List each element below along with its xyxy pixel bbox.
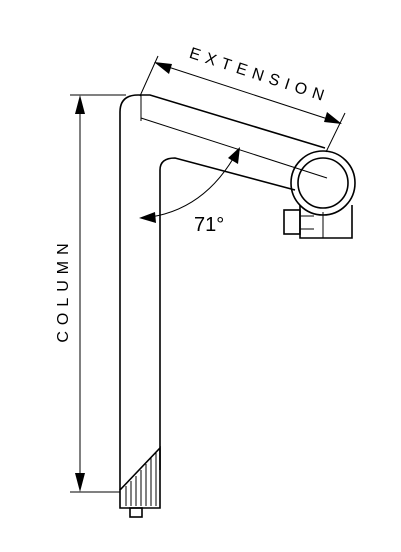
column-label: COLUMN (55, 237, 72, 342)
clamp-inner-ring (297, 157, 349, 209)
angle-arrow-left (139, 212, 156, 223)
clamp-bolt-head (283, 209, 301, 235)
extension-ext-line-left (139, 55, 159, 97)
angle-annotation: 71° (139, 147, 240, 236)
angle-label: 71° (194, 214, 224, 236)
column-dimension: COLUMN (55, 94, 126, 493)
handlebar-clamp (283, 150, 356, 239)
stem-outline-inner (159, 157, 296, 470)
extension-dim-line (155, 62, 341, 124)
stem-body (119, 94, 328, 490)
column-arrow-bottom (75, 473, 85, 492)
wedge-outline (119, 446, 161, 509)
extension-centerline (140, 117, 328, 179)
angle-arrow-right (228, 147, 240, 164)
stem-outline-outer (119, 94, 326, 490)
extension-arrow-left (154, 62, 172, 74)
column-arrow-top (75, 95, 85, 114)
quill-wedge (119, 446, 161, 518)
extension-ext-line-right (325, 112, 346, 153)
angle-arc (142, 149, 239, 219)
wedge-bolt-tip (129, 507, 143, 518)
extension-arrow-right (324, 112, 342, 124)
extension-dimension: EXTENSION (139, 45, 346, 153)
clamp-ears (299, 205, 353, 239)
